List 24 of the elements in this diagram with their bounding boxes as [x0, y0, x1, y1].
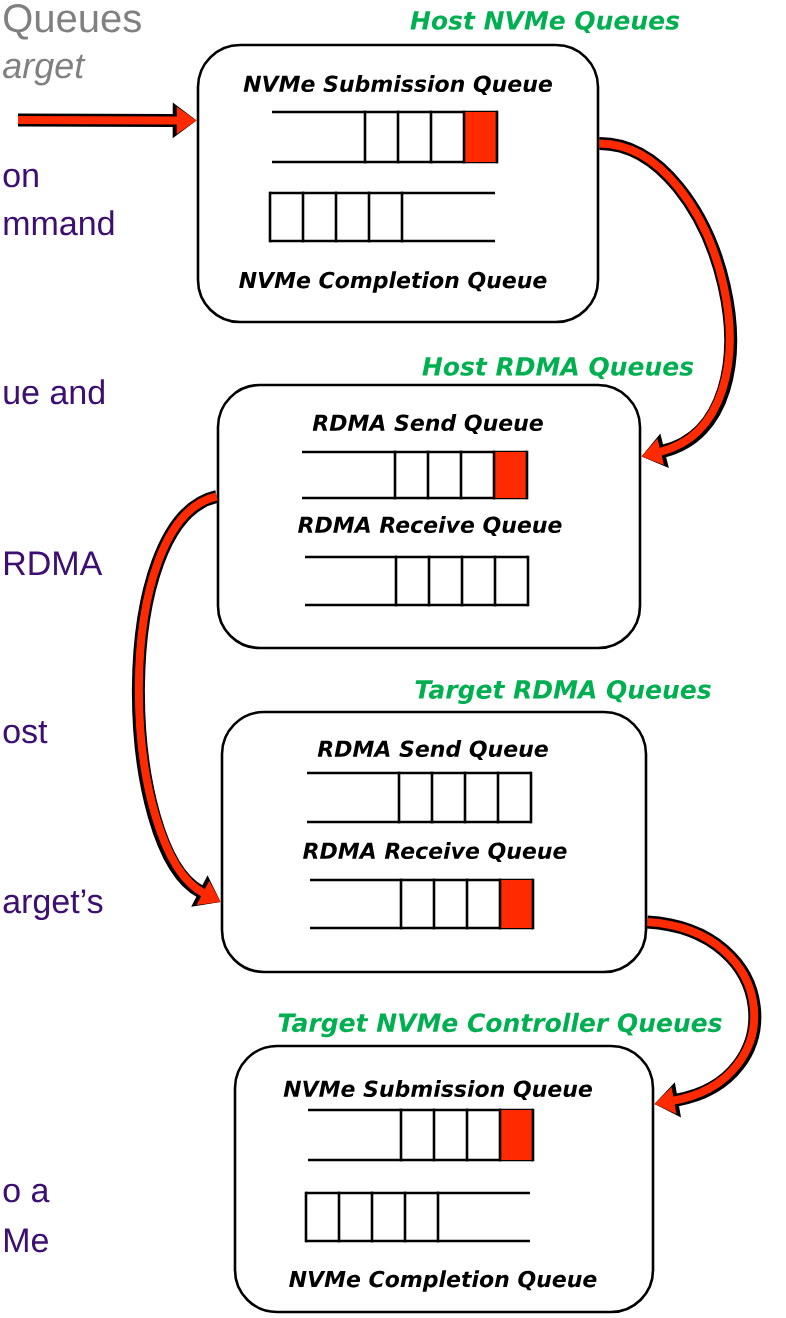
bullet-text: ue and [4, 379, 104, 405]
bullet-text: mmand [4, 210, 114, 236]
slide-subtitle: arget [3, 54, 86, 86]
queue-label: RDMA Receive Queue [303, 842, 567, 862]
arrow [598, 137, 737, 469]
group-heading: Host RDMA Queues [422, 356, 694, 380]
slide-title: Queues [4, 4, 141, 40]
queue-label: NVMe Submission Queue [283, 1080, 592, 1100]
bullet-text: RDMA [5, 551, 103, 575]
queue-label: NVMe Completion Queue [289, 1270, 597, 1292]
bullet-text: on [3, 168, 38, 188]
bullet-text: ost [3, 721, 48, 744]
bullet-text: o a [3, 1183, 50, 1203]
queue-label: NVMe Completion Queue [239, 271, 547, 293]
group-heading: Host NVMe Queues [410, 10, 680, 34]
group-heading: Target RDMA Queues [415, 680, 711, 704]
arrow [646, 915, 761, 1118]
group-heading: Target NVMe Controller Queues [278, 1012, 722, 1038]
bullet-text: arget’s [3, 889, 103, 921]
queue-label: RDMA Receive Queue [298, 516, 562, 536]
queue-label: RDMA Send Queue [312, 414, 543, 434]
queue-label: NVMe Submission Queue [243, 75, 552, 95]
queue-label: RDMA Send Queue [317, 740, 548, 760]
bullet-text: Me [5, 1228, 48, 1253]
